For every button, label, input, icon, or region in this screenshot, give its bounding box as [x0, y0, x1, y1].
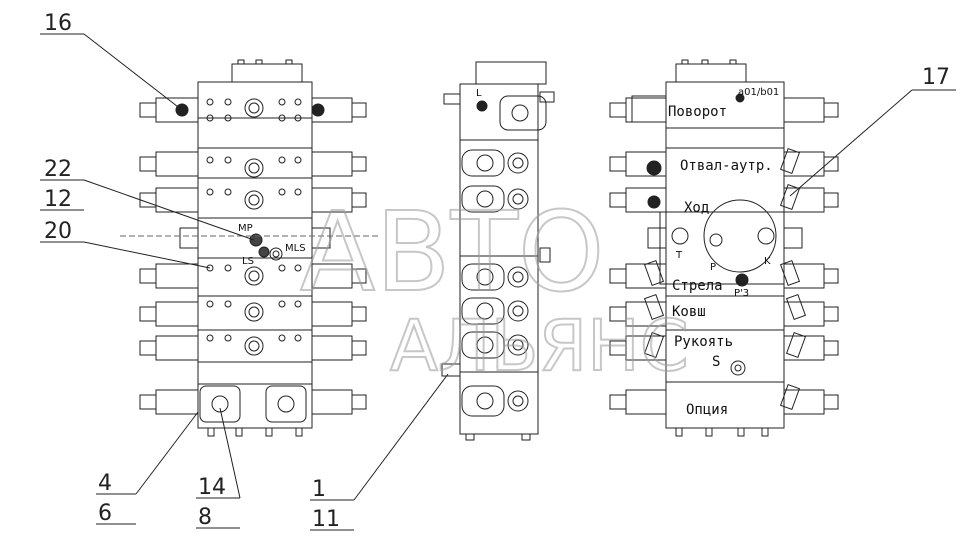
leader-lines	[40, 33, 956, 531]
port-ls-label: LS	[242, 256, 254, 267]
callout-17: 17	[922, 65, 950, 90]
section-strela-label: Стрела	[672, 278, 723, 294]
callout-16: 16	[44, 11, 72, 36]
callout-11: 11	[312, 507, 340, 532]
port-p-label: P	[710, 262, 716, 273]
callout-12: 12	[44, 187, 72, 212]
callout-8: 8	[198, 505, 212, 530]
watermark-line1: АВТО	[300, 188, 605, 316]
port-s-label: S	[712, 354, 720, 370]
port-p3-label: P'3	[734, 288, 749, 299]
section-khod-label: Ход	[684, 200, 709, 216]
middle-view	[441, 61, 555, 441]
port-k-label: K	[764, 256, 771, 267]
right-view	[609, 59, 839, 437]
code-label: a01/b01	[738, 87, 779, 98]
callout-1: 1	[312, 477, 326, 502]
port-t-label: T	[675, 250, 683, 261]
callout-4: 4	[98, 471, 112, 496]
left-view	[120, 59, 380, 437]
section-kovsh-label: Ковш	[672, 304, 706, 320]
section-rukoyat-label: Рукоять	[674, 334, 733, 350]
watermark: АВТО АЛЬЯНС	[299, 187, 690, 388]
port-mp-label: MP	[238, 223, 253, 234]
section-opciya-label: Опция	[686, 402, 728, 418]
callout-20: 20	[44, 219, 72, 244]
callout-6: 6	[98, 501, 112, 526]
callout-14: 14	[198, 475, 226, 500]
port-l-label: L	[476, 88, 482, 99]
callout-22: 22	[44, 157, 72, 182]
section-otval-label: Отвал-аутр.	[680, 158, 773, 174]
section-povorot-label: Поворот	[668, 104, 727, 120]
watermark-line2: АЛЬЯНС	[390, 305, 689, 387]
port-mls-label: MLS	[285, 243, 306, 254]
